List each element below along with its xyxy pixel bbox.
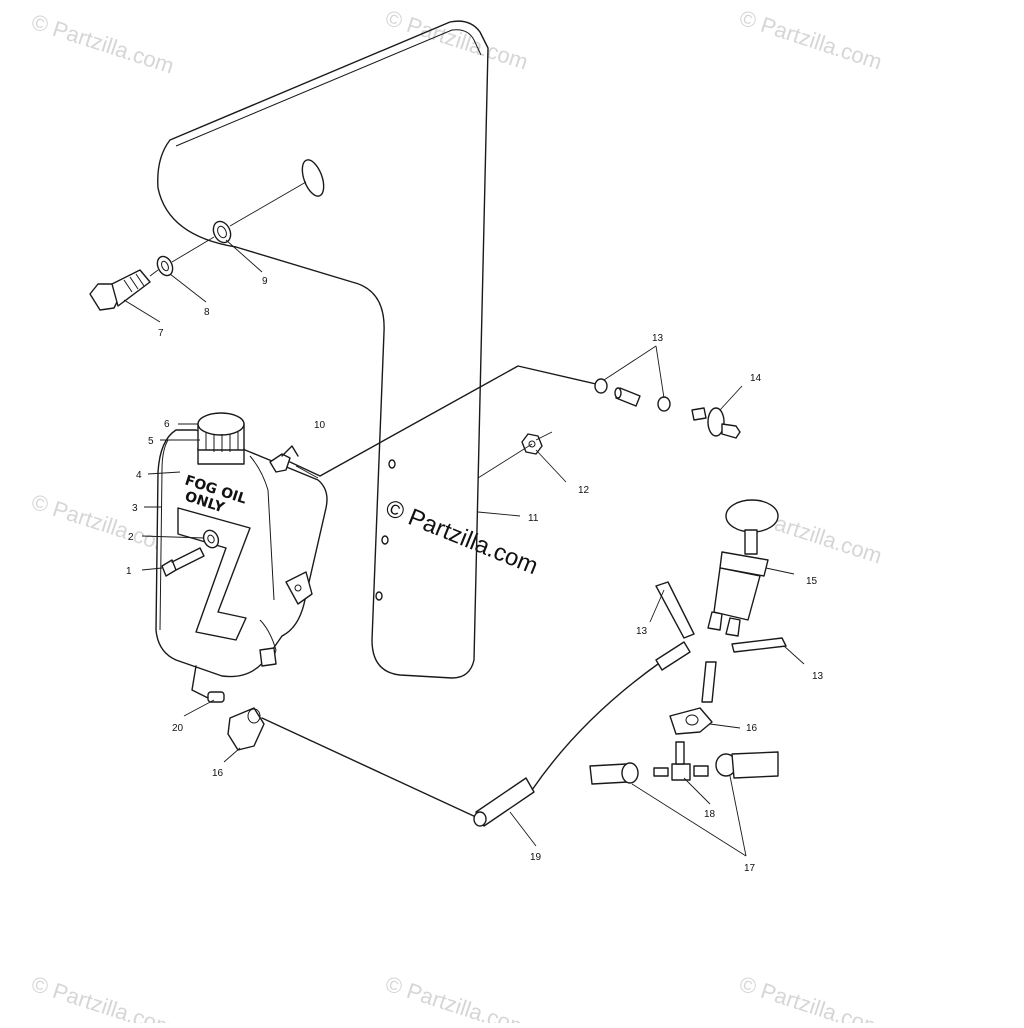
callout-3: 3 (132, 503, 138, 514)
callout-20: 20 (172, 723, 184, 734)
callout-8: 8 (204, 307, 210, 318)
callout-4: 4 (136, 470, 142, 481)
callout-12: 12 (578, 485, 590, 496)
callout-16-left: 16 (212, 768, 224, 779)
leader-lines (123, 239, 805, 857)
fuel-line (261, 717, 479, 819)
callout-13-left: 13 (636, 626, 648, 637)
pump-hoses (655, 581, 787, 703)
vent-connectors (594, 378, 741, 439)
callout-5: 5 (148, 436, 154, 447)
watermark-bottom-right: © Partzilla.com (736, 971, 885, 1023)
screw-and-washer (161, 529, 220, 577)
callout-13-right: 13 (812, 671, 824, 682)
mounting-plate (157, 20, 489, 679)
nut (477, 431, 553, 479)
callout-19: 19 (530, 852, 542, 863)
callout-7: 7 (158, 328, 164, 339)
fill-cap (197, 412, 245, 465)
watermark-top-left: © Partzilla.com (28, 9, 177, 79)
fuel-tee-assembly (589, 741, 779, 785)
watermark-bottom-center: © Partzilla.com (382, 971, 531, 1023)
callout-14: 14 (750, 373, 762, 384)
watermark-top-right: © Partzilla.com (736, 5, 885, 75)
fuel-hose (473, 777, 535, 827)
callout-16-right: 16 (746, 723, 758, 734)
vent-line (289, 365, 597, 477)
watermark-middle-left: © Partzilla.com (28, 489, 177, 559)
callout-6: 6 (164, 419, 170, 430)
hose-clip-left (227, 707, 265, 751)
callout-2: 2 (128, 532, 134, 543)
callout-11: 11 (528, 513, 539, 524)
fuel-line-upper (531, 663, 659, 791)
callout-17: 17 (744, 863, 756, 874)
oil-tank: FOG OIL ONLY (155, 429, 328, 703)
callout-13-top: 13 (652, 333, 664, 344)
callout-18: 18 (704, 809, 716, 820)
callout-10: 10 (314, 420, 326, 431)
callout-numbers: 1 2 3 4 5 6 7 8 9 10 11 12 13 13 13 14 1… (126, 276, 824, 874)
watermark-bottom-left: © Partzilla.com (28, 971, 177, 1023)
callout-1: 1 (126, 566, 132, 577)
watermark-top-center: © Partzilla.com (382, 5, 531, 75)
primer-pump (707, 499, 779, 637)
watermark-center: © Partzilla.com (382, 495, 542, 581)
hose-clip-right (669, 707, 713, 735)
bolt-assembly (89, 181, 307, 311)
callout-9: 9 (262, 276, 268, 287)
callout-15: 15 (806, 576, 818, 587)
vent-fitting (269, 445, 319, 479)
